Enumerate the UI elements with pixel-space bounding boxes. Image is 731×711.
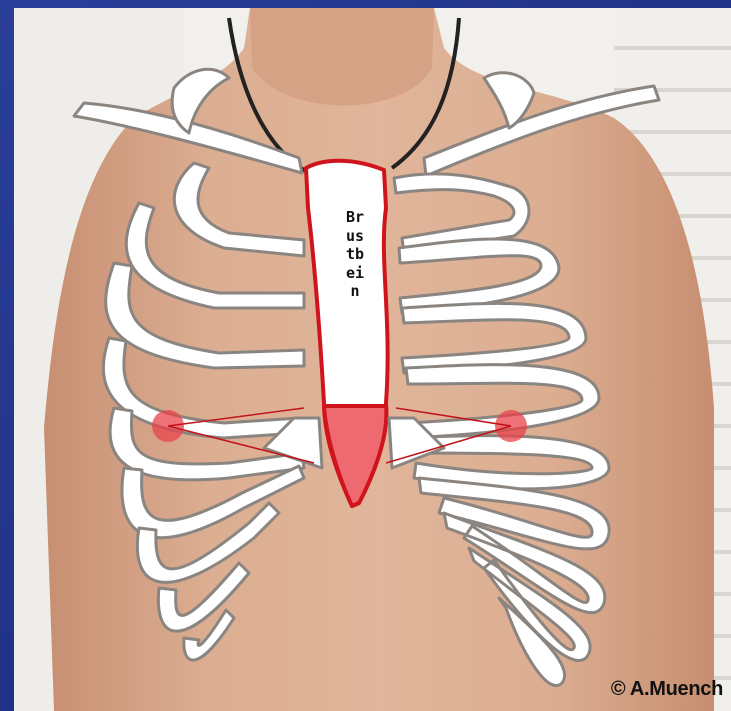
copyright-text: © A.Muench xyxy=(611,678,723,701)
sternum-label: Brustbein xyxy=(344,208,366,301)
chest-photo: Brustbein © A.Muench xyxy=(14,8,731,711)
rib-cage-illustration xyxy=(14,8,731,711)
